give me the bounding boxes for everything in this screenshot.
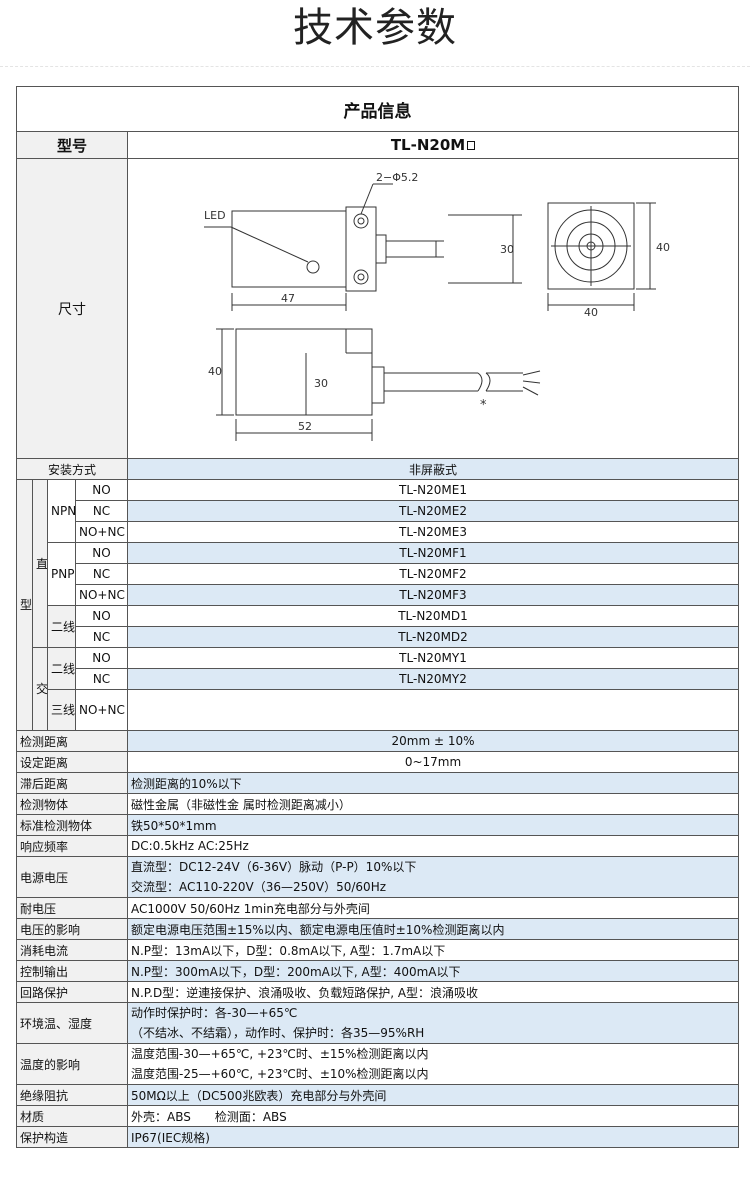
spec-value: 20mm ± 10%	[127, 730, 739, 752]
model-type: NO	[75, 479, 128, 501]
hole-spec-label: 2−Φ5.2	[376, 171, 418, 184]
model-type: NO+NC	[75, 584, 128, 606]
page-title: 技术参数	[293, 5, 457, 51]
dimension-drawing: LED 2−Φ5.2 30 40 47 40 40 30 52 *	[127, 158, 739, 459]
ac-two-wire-label: 二线	[47, 647, 76, 690]
power-ac: 交流型：AC110-220V（36—250V）50/60Hz	[131, 880, 387, 894]
spec-value: 额定电源电压范围±15%以内、额定电源电压值时±10%检测距离以内	[127, 918, 739, 940]
dim-40-left: 40	[208, 365, 222, 378]
dim-30-inner: 30	[314, 377, 328, 390]
spec-label: 耐电压	[16, 897, 128, 919]
dc-label: 直流型	[32, 479, 48, 648]
model-code: TL-N20MY2	[127, 668, 739, 690]
ambient-line-2: （不结冰、不结霜），动作时、保护时：各35—95%RH	[131, 1026, 425, 1040]
spec-label: 设定距离	[16, 751, 128, 773]
spec-table: 产品信息 型号 TL-N20M 尺寸	[16, 86, 739, 1148]
model-code: TL-N20MF2	[127, 563, 739, 585]
model-type: NO	[75, 605, 128, 627]
model-type: NO	[75, 647, 128, 669]
model-type: NO+NC	[75, 521, 128, 543]
model-code: TL-N20ME3	[127, 521, 739, 543]
model-code: TL-N20MF1	[127, 542, 739, 564]
title-divider	[0, 66, 750, 67]
model-code: TL-N20MD2	[127, 626, 739, 648]
dim-47: 47	[281, 292, 295, 305]
spec-value: 50MΩ以上（DC500兆欧表）充电部分与外壳间	[127, 1084, 739, 1106]
dim-40-right: 40	[656, 241, 670, 254]
temp-effect-value: 温度范围-30—+65℃, +23℃时、±15%检测距离以内 温度范围-25—+…	[127, 1043, 739, 1085]
ac-label: 交流型	[32, 647, 48, 731]
front-view-body	[547, 202, 635, 290]
model-code: TL-N20MF3	[127, 584, 739, 606]
spec-value: N.P.D型：逆連接保护、浪涌吸收、负载短路保护, A型：浪涌吸收	[127, 981, 739, 1003]
spec-value: 铁50*50*1mm	[127, 814, 739, 836]
box-icon	[467, 141, 476, 150]
model-label: 型号	[16, 131, 128, 159]
spec-label: 消耗电流	[16, 939, 128, 961]
spec-value: AC1000V 50/60Hz 1min充电部分与外壳间	[127, 897, 739, 919]
ambient-line-1: 动作时保护时：各-30—+65℃	[131, 1006, 298, 1020]
table-header: 产品信息	[16, 86, 739, 132]
spec-label: 电压的影响	[16, 918, 128, 940]
temp-effect-line-1: 温度范围-30—+65℃, +23℃时、±15%检测距离以内	[131, 1047, 429, 1061]
dc-two-wire-label: 二线	[47, 605, 76, 648]
model-type: NC	[75, 500, 128, 522]
model-type: NO+NC	[75, 689, 128, 731]
side-view-body	[235, 328, 373, 416]
spec-label: 控制输出	[16, 960, 128, 982]
dim-40-bottom: 40	[584, 306, 598, 319]
model-type: NO	[75, 542, 128, 564]
model-type: NC	[75, 563, 128, 585]
ac-three-wire-label: 三线	[47, 689, 76, 731]
ambient-label: 环境温、湿度	[16, 1002, 128, 1044]
spec-value: 0~17mm	[127, 751, 739, 773]
spec-value: N.P型：13mA以下，D型：0.8mA以下, A型：1.7mA以下	[127, 939, 739, 961]
temp-effect-line-2: 温度范围-25—+60℃, +23℃时、±10%检测距离以内	[131, 1067, 429, 1081]
dim-52: 52	[298, 420, 312, 433]
spec-label: 响应频率	[16, 835, 128, 857]
npn-label: NPN	[47, 479, 76, 543]
top-view-body	[231, 210, 347, 288]
models-outer-label: 型号	[16, 479, 33, 731]
pnp-label: PNP	[47, 542, 76, 606]
spec-value: 磁性金属（非磁性金 属时检测距离减小）	[127, 793, 739, 815]
spec-label: 材质	[16, 1105, 128, 1127]
power-value: 直流型：DC12-24V（6-36V）脉动（P-P）10%以下 交流型：AC11…	[127, 856, 739, 898]
mount-value: 非屏蔽式	[127, 458, 739, 480]
model-code: TL-N20ME2	[127, 500, 739, 522]
ambient-value: 动作时保护时：各-30—+65℃ （不结冰、不结霜），动作时、保护时：各35—9…	[127, 1002, 739, 1044]
dimension-drawing-svg: LED 2−Φ5.2 30 40 47 40 40 30 52 *	[204, 171, 670, 441]
spec-value: 检测距离的10%以下	[127, 772, 739, 794]
temp-effect-label: 温度的影响	[16, 1043, 128, 1085]
dimension-label: 尺寸	[16, 158, 128, 459]
power-dc: 直流型：DC12-24V（6-36V）脉动（P-P）10%以下	[131, 860, 417, 874]
asterisk-mark: *	[480, 398, 487, 413]
spec-label: 回路保护	[16, 981, 128, 1003]
spec-label: 检测物体	[16, 793, 128, 815]
model-code: TL-N20ME1	[127, 479, 739, 501]
spec-value: IP67(IEC规格)	[127, 1126, 739, 1148]
power-label: 电源电压	[16, 856, 128, 898]
spec-label: 标准检测物体	[16, 814, 128, 836]
led-label: LED	[204, 209, 226, 222]
dim-30-side: 30	[500, 243, 514, 256]
spec-label: 检测距离	[16, 730, 128, 752]
spec-label: 保护构造	[16, 1126, 128, 1148]
spec-label: 滞后距离	[16, 772, 128, 794]
mount-label: 安装方式	[16, 458, 128, 480]
model-type: NC	[75, 626, 128, 648]
model-code: TL-N20MY1	[127, 647, 739, 669]
spec-value: DC:0.5kHz AC:25Hz	[127, 835, 739, 857]
spec-label: 绝缘阻抗	[16, 1084, 128, 1106]
model-value: TL-N20M	[127, 131, 739, 159]
model-code	[127, 689, 739, 731]
spec-value: 外壳：ABS 检测面：ABS	[127, 1105, 739, 1127]
model-code: TL-N20MD1	[127, 605, 739, 627]
spec-value: N.P型：300mA以下，D型：200mA以下, A型：400mA以下	[127, 960, 739, 982]
model-type: NC	[75, 668, 128, 690]
